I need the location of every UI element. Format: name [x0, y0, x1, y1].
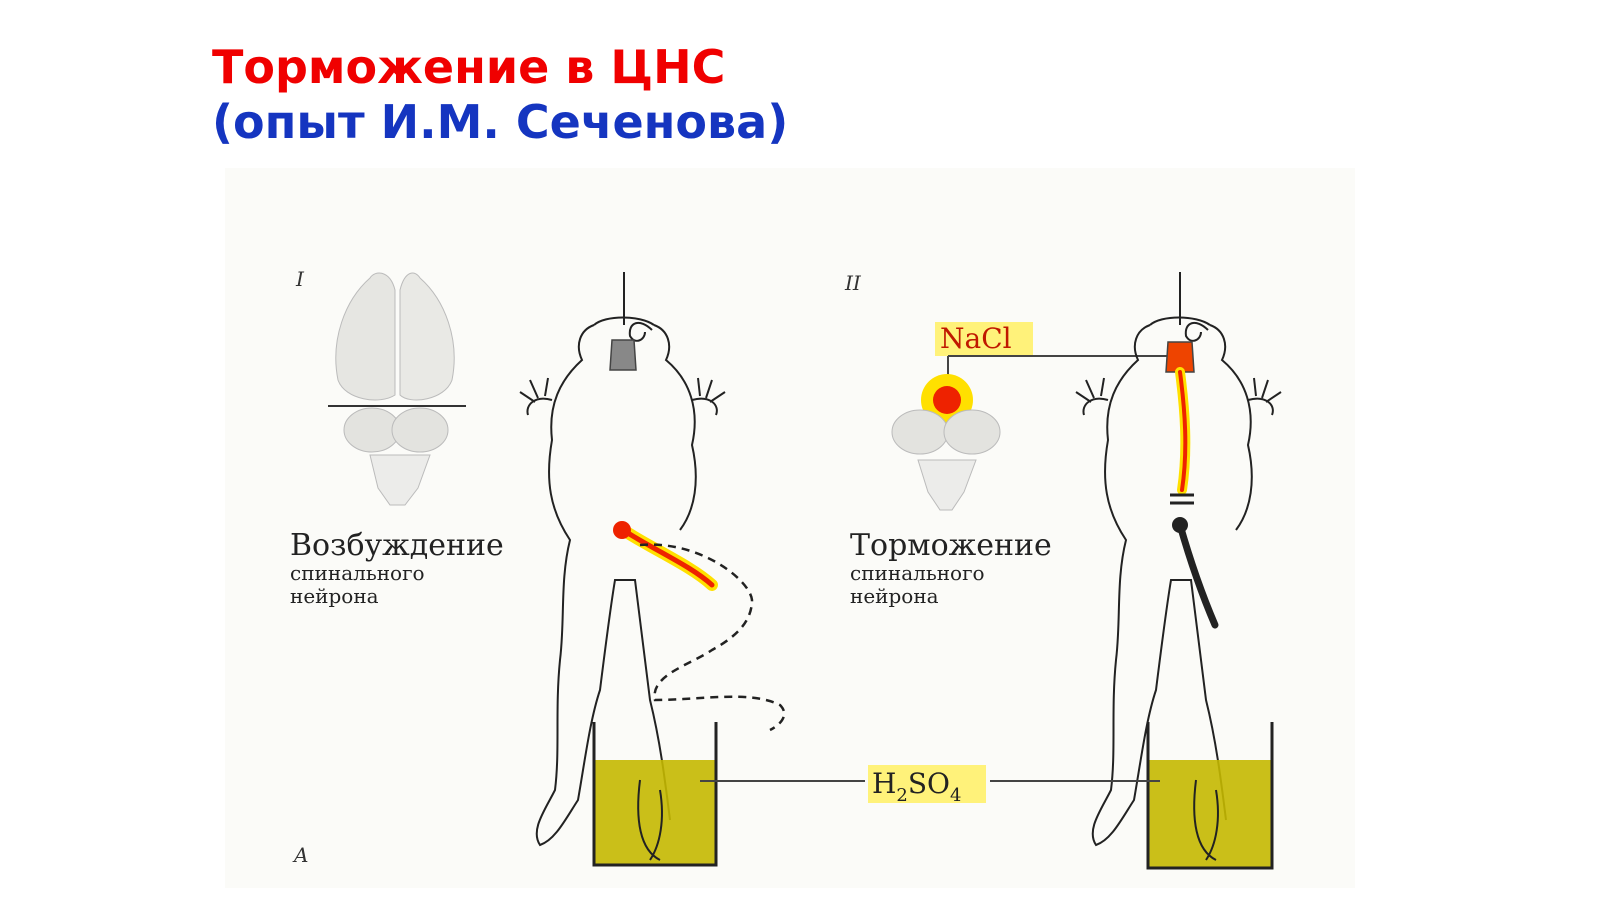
excitation-label-line3: нейрона — [290, 584, 379, 608]
inhibited-synapse-marks — [1170, 493, 1194, 505]
acid-label-so-sub: 4 — [950, 785, 961, 806]
salt-label-highlight — [935, 322, 1033, 356]
title-main: Торможение в ЦНС — [212, 40, 726, 94]
corner-label: A — [292, 843, 308, 867]
acid-label-h: H — [872, 767, 896, 800]
acid-label-so: SO — [908, 767, 950, 800]
salt-label: NaCl — [940, 322, 1012, 355]
frog-diagram-1 — [519, 272, 726, 847]
frog-1-brain-cut — [609, 339, 637, 371]
acid-label-highlight — [868, 765, 986, 803]
brain-diagram-1 — [328, 272, 466, 506]
inhibition-label-word: Торможение — [850, 528, 1052, 563]
raised-leg-dashed-1 — [639, 543, 786, 732]
inhibition-signal-path-2-core — [1178, 370, 1188, 492]
acid-label: H2SO4 — [872, 767, 961, 806]
frog-diagram-2 — [1075, 272, 1282, 847]
brain-diagram-2 — [891, 374, 1001, 511]
acid-label-h-sub: 2 — [896, 785, 907, 806]
panel-2-label: II — [844, 271, 862, 295]
slide-title: Торможение в ЦНС (опыт И.М. Сеченова) — [212, 40, 788, 150]
acid-beaker-1 — [592, 722, 718, 867]
acid-beaker-2 — [1146, 722, 1274, 870]
inhibition-label-line3: нейрона — [850, 584, 939, 608]
excitation-label-word: Возбуждение — [290, 528, 504, 563]
inhibition-label-line2: спинального — [850, 561, 985, 585]
excitation-neuron-dot-1 — [613, 521, 631, 539]
frog-2-brain-salt — [1165, 341, 1195, 373]
inhibited-nerve-path-2 — [1176, 521, 1219, 629]
excitation-label-line2: спинального — [290, 561, 425, 585]
panel-1-label: I — [295, 267, 305, 291]
title-subtitle: (опыт И.М. Сеченова) — [212, 95, 789, 150]
